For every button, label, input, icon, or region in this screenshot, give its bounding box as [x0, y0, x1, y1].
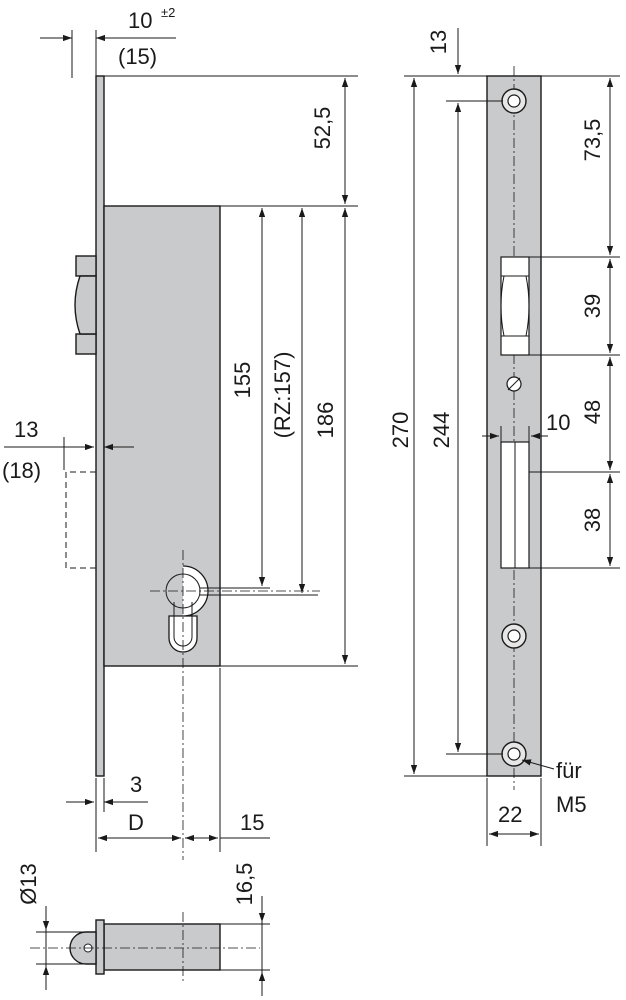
dim-to-cylinder: 155 — [230, 362, 255, 399]
dim-bolt-height: 38 — [580, 508, 605, 532]
bottom-latch — [69, 931, 97, 965]
dim-top-offset-tol: ±2 — [161, 5, 175, 20]
dim-plate-width: 22 — [498, 802, 522, 827]
dim-top-hole: 13 — [426, 30, 451, 54]
side-latch — [500, 256, 530, 356]
dim-total-height: 270 — [388, 412, 413, 449]
front-faceplate — [95, 75, 105, 777]
screw-hole-small — [506, 376, 522, 392]
front-bolt-outline — [65, 471, 96, 569]
side-bolt-opening — [500, 441, 530, 569]
screw-label-m5: M5 — [556, 792, 587, 817]
screw-hole-middle — [501, 623, 527, 649]
front-latch — [74, 255, 97, 355]
front-view: 10 ±2 (15) 52,5 155 (RZ:157) 186 13 (18)… — [2, 5, 358, 860]
bottom-faceplate — [95, 919, 105, 975]
dim-to-bolt: 48 — [580, 400, 605, 424]
bottom-cylinder-body — [103, 923, 221, 971]
dim-top-to-body: 52,5 — [310, 107, 335, 150]
dim-rz: (RZ:157) — [270, 352, 295, 439]
dim-hole-to-latch: 73,5 — [580, 119, 605, 162]
dim-latch-height: 39 — [580, 294, 605, 318]
dim-bolt-width: 10 — [546, 410, 570, 435]
bottom-view: Ø13 16,5 — [16, 863, 270, 996]
dim-depth: 16,5 — [232, 863, 257, 906]
side-view: 13 270 244 73,5 39 48 38 10 22 für M5 — [388, 28, 620, 846]
dim-backset: D — [128, 810, 144, 835]
dim-body-height: 186 — [313, 402, 338, 439]
screw-hole-bottom — [501, 741, 527, 767]
screw-label-fur: für — [556, 758, 582, 783]
dim-top-offset: 10 — [128, 8, 152, 33]
dim-latch-offset: 13 — [14, 417, 38, 442]
dim-plate-thickness: 3 — [130, 772, 142, 797]
dim-latch-offset-alt: (18) — [2, 458, 41, 483]
dim-diameter: Ø13 — [16, 863, 41, 905]
cylinder-cutout — [168, 565, 209, 653]
screw-hole-top — [501, 88, 527, 114]
dim-hole-spacing: 244 — [429, 412, 454, 449]
dim-cyl-edge: 15 — [240, 810, 264, 835]
dim-top-offset-alt: (15) — [118, 44, 157, 69]
